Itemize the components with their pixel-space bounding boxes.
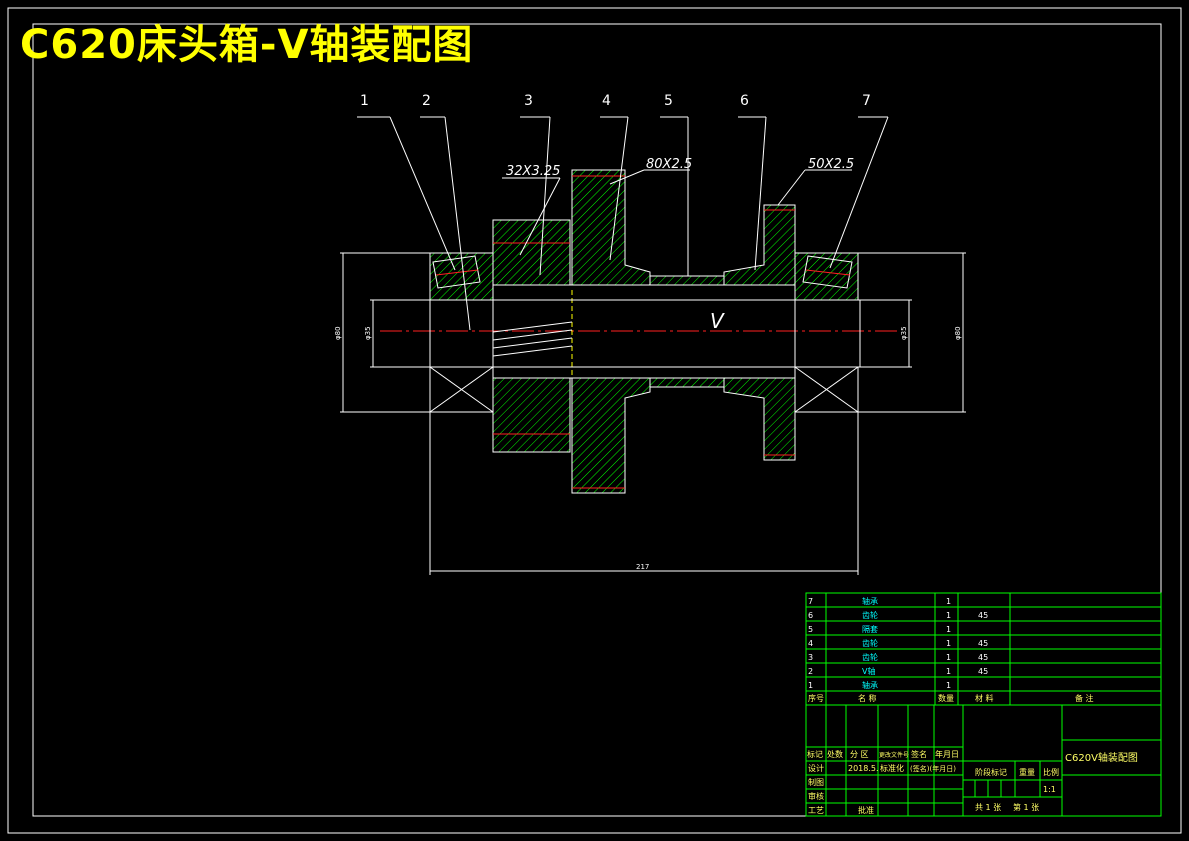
bom-cell-name: 轴承 [862, 596, 878, 606]
bom-header-material: 材 料 [975, 693, 994, 703]
dim-left-bore: φ35 [364, 326, 372, 340]
part-label-7: 7 [862, 93, 871, 109]
dim-right-dia: φ80 [954, 326, 962, 340]
bom-table [805, 592, 1162, 706]
gear-spec-6: 50X2.5 [808, 157, 854, 172]
gear-spec-4: 80X2.5 [646, 157, 692, 172]
gear-3 [492, 219, 571, 453]
bom-cell-no: 1 [808, 681, 813, 690]
bom-cell-material: 45 [978, 653, 988, 662]
tb-approve: 批准 [858, 805, 874, 815]
bom-cell-name: V轴 [862, 666, 875, 676]
tb-drawing-name: C620V轴装配图 [1065, 751, 1138, 764]
leader-lines [357, 116, 889, 331]
bom-cell-name: 隔套 [862, 624, 878, 634]
tb-sheet: 第 1 张 [1013, 802, 1039, 812]
tb-weight: 重量 [1019, 767, 1035, 777]
inner-border [32, 23, 1162, 817]
bom-rows: 7 轴承 1 6 齿轮 1 45 5 隔套 1 4 齿轮 1 45 3 齿轮 1 45 2 V轴 1 45 1 轴承 1 [808, 596, 988, 690]
bom-header-qty: 数量 [938, 693, 954, 703]
tb-craft: 工艺 [808, 806, 824, 815]
dimensions: φ80 φ35 φ35 φ80 217 [334, 252, 966, 575]
bom-cell-name: 齿轮 [862, 610, 878, 620]
tb-mark: 标记 [807, 749, 823, 759]
bom-cell-qty: 1 [946, 653, 951, 662]
part-label-5: 5 [664, 93, 673, 109]
tb-scale: 比例 [1043, 767, 1059, 777]
tb-std: 标准化 [880, 763, 904, 773]
bom-cell-name: 轴承 [862, 680, 878, 690]
gear-4 [571, 169, 651, 494]
bom-cell-qty: 1 [946, 667, 951, 676]
bom-cell-qty: 1 [946, 639, 951, 648]
gear-spec-3: 32X3.25 [506, 164, 560, 179]
bom-cell-no: 4 [808, 639, 813, 648]
bom-cell-material: 45 [978, 639, 988, 648]
tb-count: 处数 [827, 749, 843, 759]
part-number-labels: 1 2 3 4 5 6 7 32X3.25 80X2.5 50X2.5 V [360, 93, 871, 333]
right-bearing [794, 252, 859, 413]
gear-6 [723, 204, 796, 461]
tb-date: 年月日 [935, 749, 959, 759]
tb-sheets: 共 1 张 [975, 803, 1001, 812]
bom-header-no: 序号 [808, 693, 824, 703]
dim-length: 217 [636, 563, 649, 571]
part-label-1: 1 [360, 93, 369, 109]
bom-cell-name: 齿轮 [862, 638, 878, 648]
bom-cell-qty: 1 [946, 625, 951, 634]
tb-sign: 签名 [911, 749, 927, 759]
drawing-title: C620床头箱-V轴装配图 [20, 22, 474, 68]
dim-right-bore: φ35 [900, 326, 908, 340]
bom-header-name: 名 称 [858, 693, 877, 703]
bom-cell-no: 2 [808, 667, 813, 676]
part-label-3: 3 [524, 93, 533, 109]
tb-draw: 制图 [808, 777, 824, 787]
bom-cell-no: 7 [808, 597, 813, 606]
tb-design-date: 2018.5. [848, 764, 879, 773]
bom-cell-material: 45 [978, 667, 988, 676]
tb-stage: 阶段标记 [975, 767, 1007, 777]
dim-left-dia: φ80 [334, 326, 342, 340]
part-label-2: 2 [422, 93, 431, 109]
bom-cell-no: 3 [808, 653, 813, 662]
bom-cell-no: 5 [808, 625, 813, 634]
bom-cell-qty: 1 [946, 611, 951, 620]
bom-cell-name: 齿轮 [862, 652, 878, 662]
tb-sign-date: (签名)(年月日) [910, 764, 956, 773]
part-label-4: 4 [602, 93, 611, 109]
bom-cell-no: 6 [808, 611, 813, 620]
bom-header: 序号 名 称 数量 材 料 备 注 [808, 693, 1094, 703]
bom-header-note: 备 注 [1075, 693, 1094, 703]
tb-doc: 更改文件号 [879, 751, 909, 759]
bom-cell-material: 45 [978, 611, 988, 620]
left-bearing [429, 252, 494, 413]
outer-border [7, 7, 1182, 834]
bom-cell-qty: 1 [946, 597, 951, 606]
tb-scale-val: 1:1 [1043, 785, 1056, 794]
tb-design: 设计 [808, 763, 824, 773]
title-block: 标记 处数 分 区 更改文件号 签名 年月日 设计 2018.5. 标准化 (签… [805, 704, 1162, 817]
bom-cell-qty: 1 [946, 681, 951, 690]
part-label-6: 6 [740, 93, 749, 109]
tb-check: 审核 [808, 791, 824, 801]
shaft-label: V [710, 309, 725, 333]
tb-zone: 分 区 [850, 750, 869, 759]
